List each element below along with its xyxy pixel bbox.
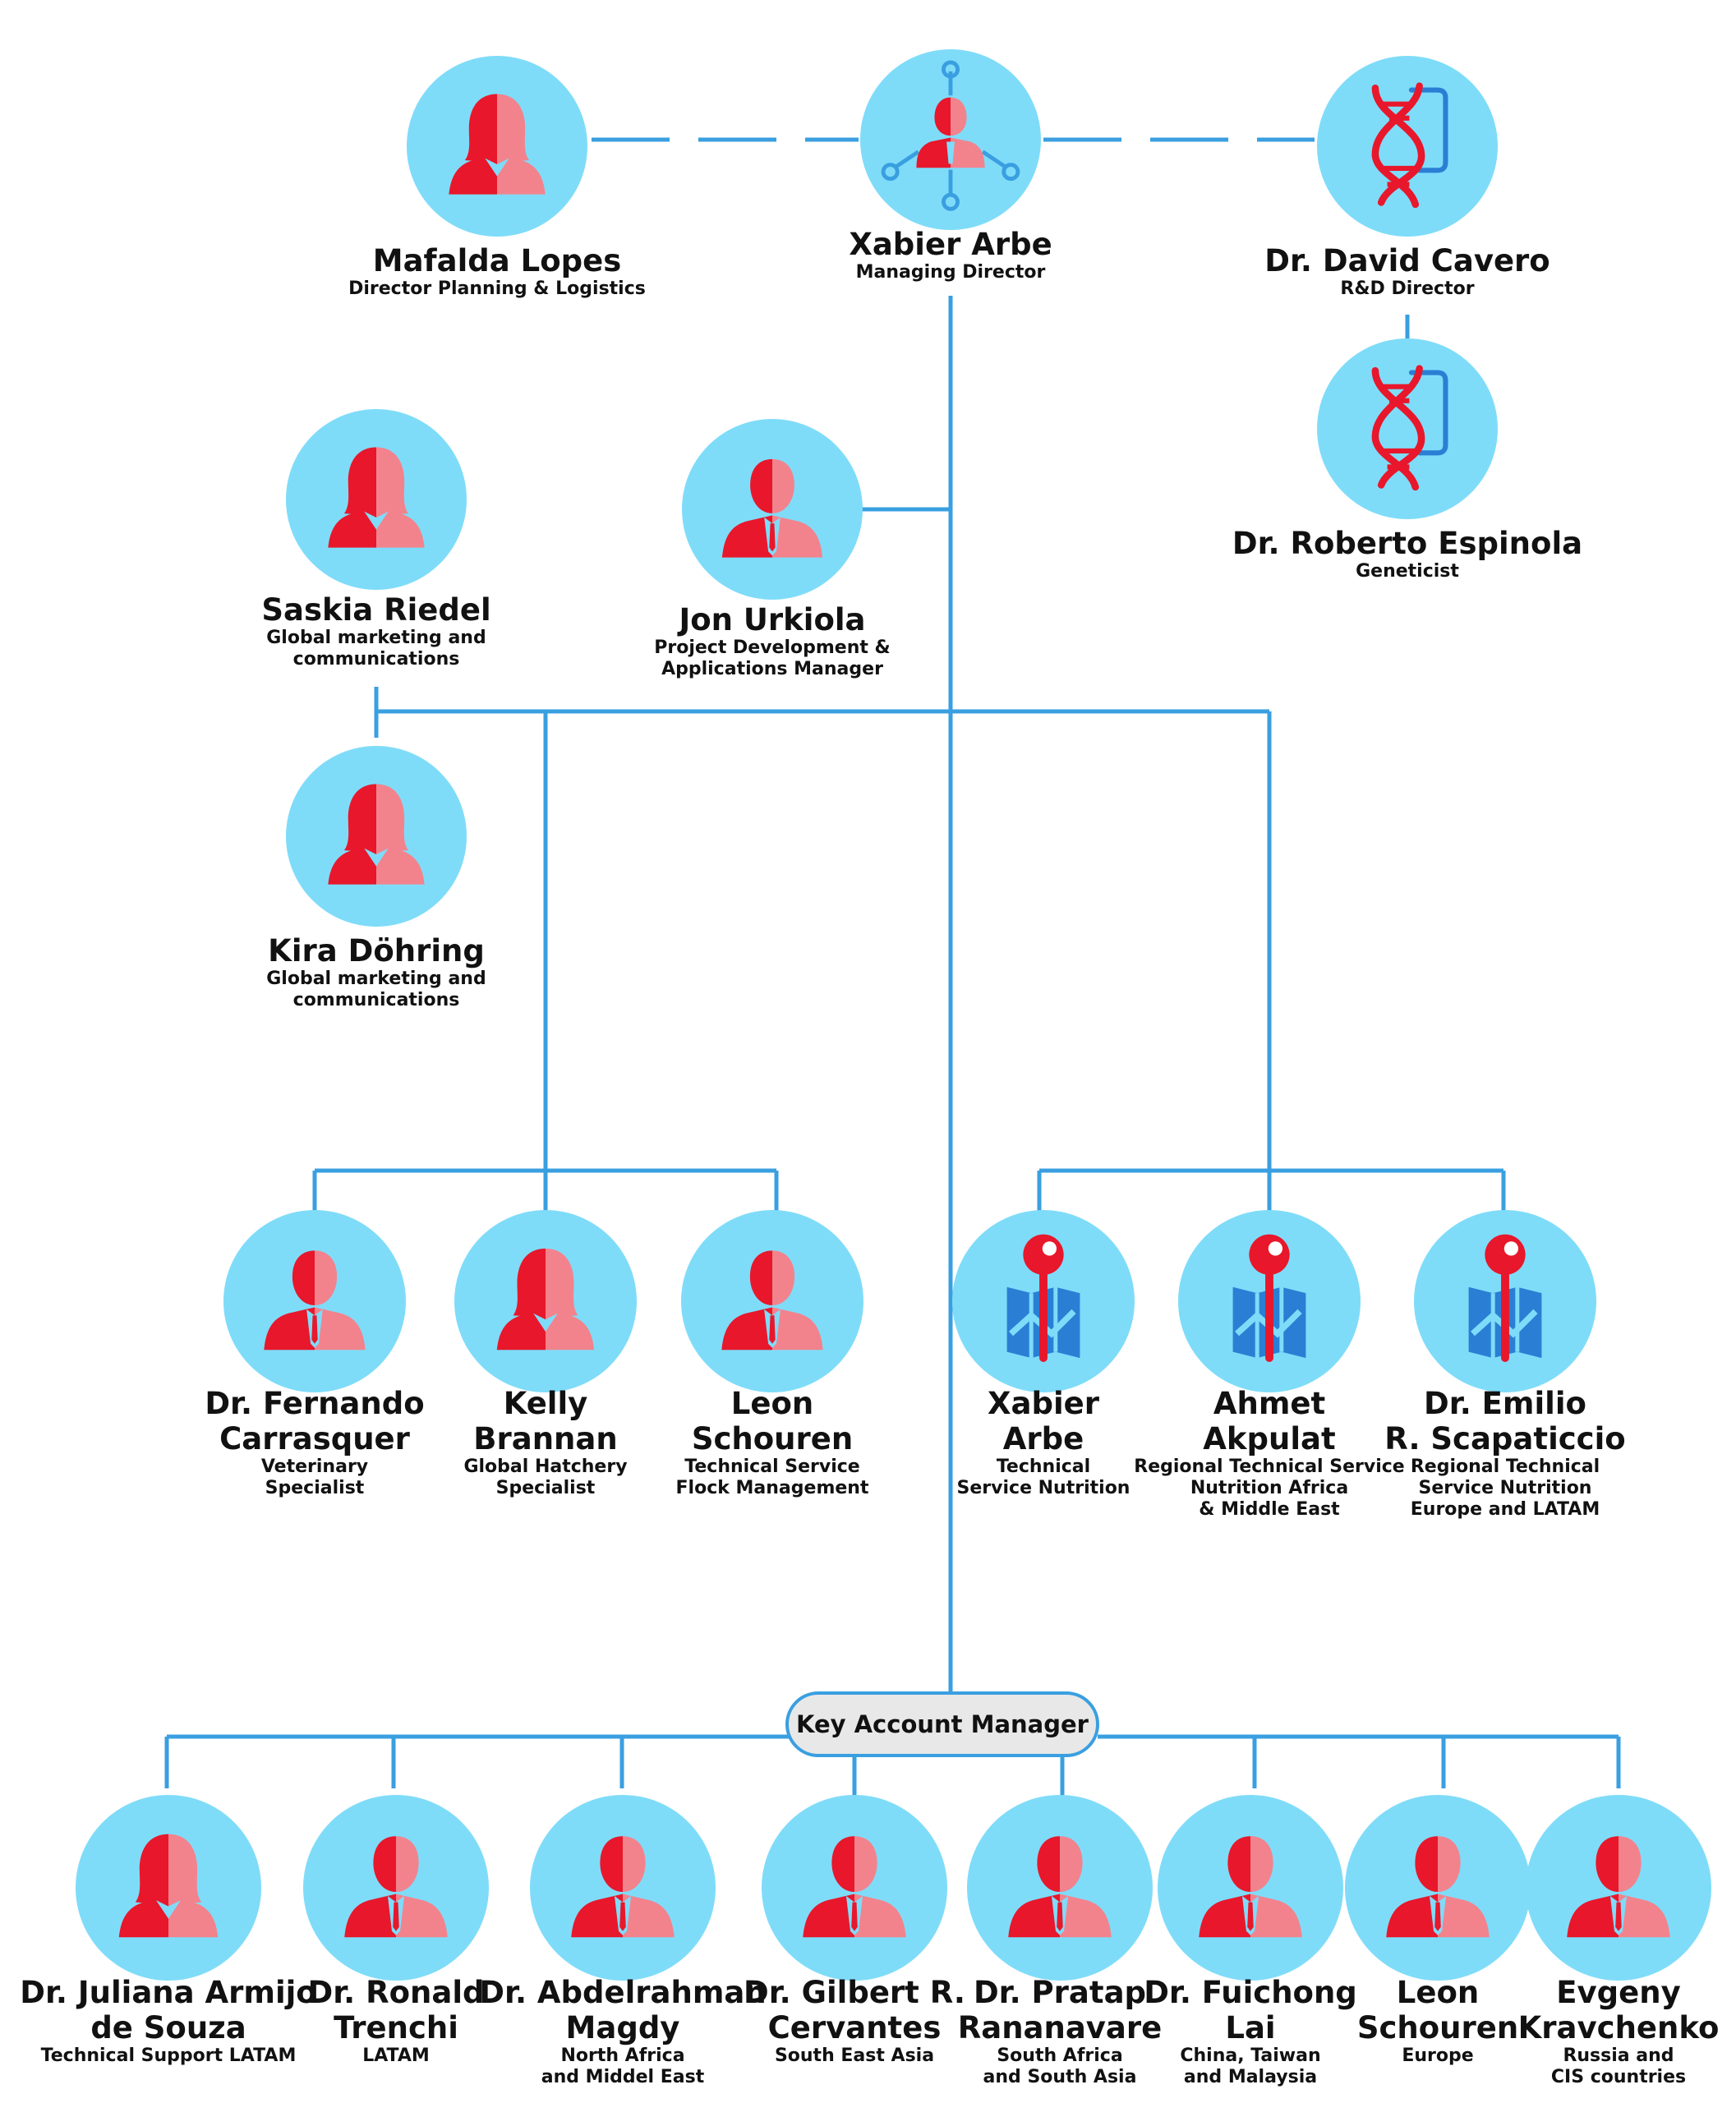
person-role: Geneticist (1356, 561, 1459, 582)
man-avatar-icon (303, 1795, 489, 1981)
person-name: Dr. Fernando Carrasquer (205, 1386, 425, 1456)
dna-icon (1317, 56, 1498, 237)
person-role: Director Planning & Logistics (348, 278, 646, 299)
person-role: Regional Technical Service Nutrition Afr… (1134, 1456, 1405, 1520)
man-avatar-icon (530, 1795, 716, 1981)
person-name: Dr. David Cavero (1264, 243, 1550, 278)
map-pin-icon (952, 1210, 1135, 1392)
person-name: Xabier Arbe (849, 227, 1052, 262)
person-name: Dr. Juliana Armijo de Souza (20, 1975, 317, 2045)
man-avatar-icon (682, 419, 863, 600)
key-account-manager-label: Key Account Manager (785, 1691, 1099, 1757)
woman-avatar-icon (286, 746, 467, 927)
person-name: Evgeny Kravchenko (1517, 1975, 1720, 2045)
woman-avatar-icon (76, 1795, 261, 1981)
person-role: Technical Support LATAM (40, 2045, 297, 2066)
man-avatar-icon (223, 1210, 406, 1392)
person-role: Russia and CIS countries (1550, 2045, 1687, 2087)
person-name: Ahmet Akpulat (1203, 1386, 1336, 1456)
person-name: Dr. Fuichong Lai (1144, 1975, 1357, 2045)
man-avatar-icon (1158, 1795, 1343, 1981)
person-name: Dr. Roberto Espinola (1232, 526, 1583, 561)
person-name: Saskia Riedel (261, 592, 491, 628)
man-avatar-icon (967, 1795, 1153, 1981)
person-name: Kelly Brannan (473, 1386, 618, 1456)
network-man-avatar-icon (860, 49, 1041, 230)
woman-avatar-icon (286, 409, 467, 590)
person-role: Regional Technical Service Nutrition Eur… (1410, 1456, 1600, 1520)
person-role: Global marketing and communications (266, 969, 486, 1010)
person-role: Global Hatchery Specialist (463, 1456, 628, 1498)
man-avatar-icon (762, 1795, 947, 1981)
man-avatar-icon (1345, 1795, 1531, 1981)
map-pin-icon (1178, 1210, 1361, 1392)
person-name: Dr. Gilbert R. Cervantes (744, 1975, 965, 2045)
man-avatar-icon (1526, 1795, 1711, 1981)
person-role: China, Taiwan and Malaysia (1180, 2045, 1321, 2087)
person-name: Dr. Ronald Trenchi (307, 1975, 485, 2045)
person-role: Technical Service Flock Management (675, 1456, 869, 1498)
person-role: Project Development & Applications Manag… (654, 637, 891, 679)
man-avatar-icon (681, 1210, 863, 1392)
person-name: Xabier Arbe (987, 1386, 1099, 1456)
dna-icon (1317, 338, 1498, 519)
person-name: Leon Schouren (1356, 1975, 1519, 2045)
person-role: Global marketing and communications (266, 628, 486, 670)
person-role: Technical Service Nutrition (956, 1456, 1130, 1498)
person-role: Europe (1402, 2045, 1474, 2066)
person-role: LATAM (362, 2045, 430, 2066)
map-pin-icon (1414, 1210, 1596, 1392)
person-role: South East Asia (774, 2045, 935, 2066)
person-name: Dr. Emilio R. Scapaticcio (1384, 1386, 1626, 1456)
person-name: Jon Urkiola (679, 602, 866, 637)
woman-avatar-icon (454, 1210, 637, 1392)
person-role: South Africa and South Asia (983, 2045, 1137, 2087)
person-name: Mafalda Lopes (372, 243, 622, 278)
person-role: Veterinary Specialist (260, 1456, 369, 1498)
woman-avatar-icon (407, 56, 587, 237)
person-name: Dr. Pratap Rananavare (957, 1975, 1163, 2045)
person-role: R&D Director (1340, 278, 1475, 299)
person-name: Kira Döhring (268, 933, 485, 969)
person-name: Leon Schouren (691, 1386, 854, 1456)
person-role: Managing Director (855, 262, 1046, 283)
person-role: North Africa and Middel East (541, 2045, 705, 2087)
person-name: Dr. Abdelrahman Magdy (479, 1975, 767, 2045)
